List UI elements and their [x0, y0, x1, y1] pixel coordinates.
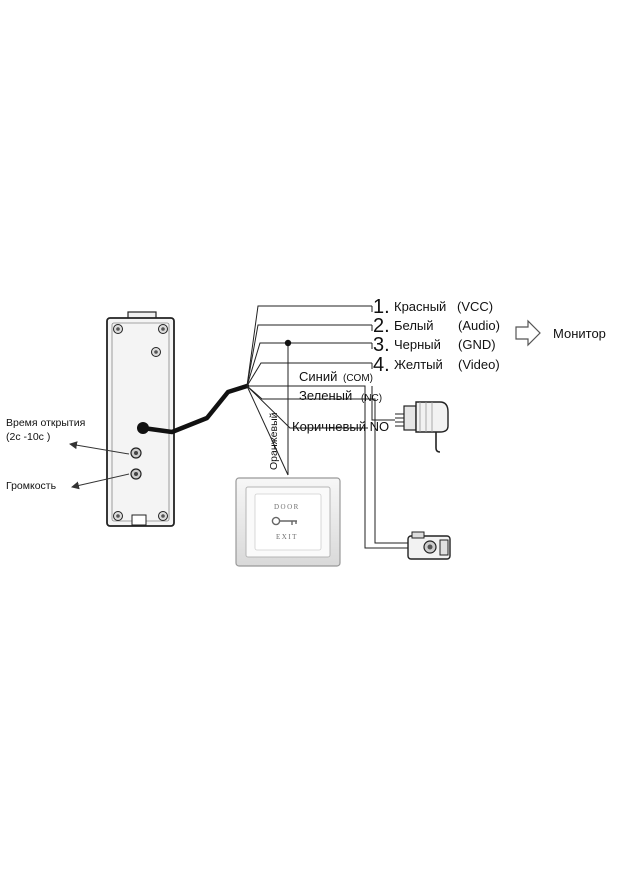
screw-icon — [151, 347, 161, 357]
monitor-plug-icon — [395, 401, 449, 453]
orange-wire-label: Оранжевый — [268, 412, 280, 470]
wire-3-name: Черный — [394, 337, 441, 352]
panel-bottom-tab — [131, 514, 147, 526]
wire-white — [246, 324, 372, 387]
wire-2-signal: (Audio) — [458, 318, 500, 333]
wire-4-name: Желтый — [394, 357, 443, 372]
nc-label: (NC) — [361, 393, 382, 404]
call-panel — [106, 311, 175, 527]
wire-4-label: 4. Желтый (Video) — [373, 354, 500, 376]
green-wire-label: Зеленый — [299, 388, 352, 403]
exit-push-area[interactable] — [254, 493, 322, 551]
arrow-open-time-icon — [69, 441, 130, 455]
junction-dot — [284, 339, 292, 347]
open-time-label: Время открытия — [6, 417, 85, 429]
wire-1-number: 1. — [373, 296, 390, 318]
volume-label: Громкость — [6, 480, 57, 492]
brown-wire-label: Коричневый NO — [292, 419, 389, 434]
screw-icon — [158, 511, 168, 521]
blue-wire-label: Синий — [299, 369, 337, 384]
wire-4-number: 4. — [373, 354, 390, 376]
wire-3-signal: (GND) — [458, 337, 496, 352]
wire-black — [246, 342, 372, 387]
wire-to-plug — [371, 386, 395, 421]
open-time-range-label: (2c -10c ) — [6, 431, 50, 443]
wire-1-name: Красный — [394, 299, 446, 314]
wire-green — [246, 385, 408, 544]
exit-button[interactable]: DOOR EXIT — [235, 477, 341, 567]
wire-3-label: 3. Черный (GND) — [373, 334, 496, 356]
wire-red — [246, 305, 372, 387]
exit-exit-text: EXIT — [276, 533, 298, 541]
wire-2-label: 2. Белый (Audio) — [373, 315, 500, 337]
wire-1-signal: (VCC) — [457, 299, 493, 314]
wire-2-number: 2. — [373, 315, 390, 337]
wire-brown — [246, 385, 368, 429]
exit-door-text: DOOR — [274, 503, 300, 511]
wire-yellow — [246, 362, 372, 387]
screw-icon — [158, 324, 168, 334]
wire-3-number: 3. — [373, 334, 390, 356]
wire-orange — [246, 385, 289, 476]
panel-body — [106, 317, 175, 527]
key-icon — [271, 516, 297, 526]
screw-icon — [113, 511, 123, 521]
open-time-knob-icon[interactable] — [130, 447, 142, 459]
screw-icon — [113, 324, 123, 334]
wire-bundle — [246, 305, 408, 549]
wire-4-signal: (Video) — [458, 357, 500, 372]
wire-1-label: 1. Красный (VCC) — [373, 296, 493, 318]
arrow-right-icon — [515, 319, 541, 347]
monitor-label: Монитор — [553, 326, 606, 341]
arrow-volume-icon — [71, 473, 130, 490]
main-cable — [140, 383, 250, 435]
volume-knob-icon[interactable] — [130, 468, 142, 480]
wire-2-name: Белый — [394, 318, 434, 333]
com-label: (COM) — [343, 373, 373, 384]
wire-blue — [247, 385, 408, 549]
electric-lock-icon — [407, 531, 451, 560]
